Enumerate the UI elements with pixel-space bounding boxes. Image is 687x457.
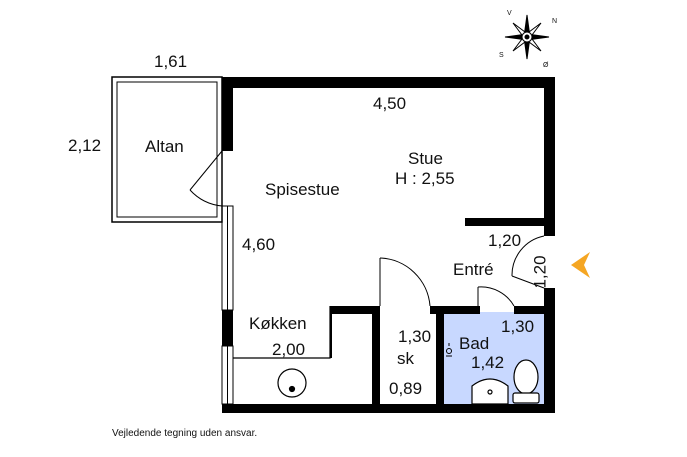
entre-width: 1,20 <box>488 231 522 250</box>
stue-depth: 4,60 <box>242 235 276 254</box>
disclaimer-note: Vejledende tegning uden ansvar. <box>112 428 258 439</box>
door-bath <box>477 286 515 307</box>
room-label-spisestue: Spisestue <box>265 180 340 199</box>
sk-dim-bottom: 0,89 <box>389 379 423 398</box>
sink-icon <box>277 368 307 398</box>
room-label-altan: Altan <box>145 137 184 156</box>
door-sk <box>379 257 431 307</box>
compass-n: N <box>552 18 558 25</box>
compass-icon <box>504 14 550 60</box>
room-label-sk: sk <box>397 349 414 368</box>
entrance-door <box>511 235 545 289</box>
room-label-kokken: Køkken <box>249 314 307 333</box>
walls <box>222 77 555 413</box>
compass-s: S <box>499 52 504 59</box>
balcony-depth: 2,12 <box>68 136 102 155</box>
shower-icon <box>446 343 452 357</box>
kokken-dim: 2,00 <box>272 340 306 359</box>
kitchen-counter <box>233 306 331 359</box>
window-left-top <box>221 205 234 311</box>
sk-dim-top: 1,30 <box>398 327 432 346</box>
entrance-arrow-icon <box>571 252 590 278</box>
room-label-bad: Bad <box>459 334 490 353</box>
balcony-door <box>189 150 223 207</box>
stue-width: 4,50 <box>373 94 407 113</box>
room-label-entre: Entré <box>453 260 494 279</box>
bad-dim-bottom: 1,42 <box>471 353 505 372</box>
balcony-width: 1,61 <box>154 52 188 71</box>
compass-v: V <box>507 10 512 17</box>
balcony <box>111 76 223 223</box>
room-label-stue: Stue <box>408 149 443 168</box>
compass-o: Ø <box>543 62 549 69</box>
toilet-icon <box>512 359 540 404</box>
window-left-bottom <box>221 345 234 405</box>
ceiling-height: H : 2,55 <box>395 169 455 188</box>
entre-depth: 1,20 <box>530 255 550 289</box>
washbasin-icon <box>471 378 509 405</box>
bad-dim-top: 1,30 <box>501 317 535 336</box>
